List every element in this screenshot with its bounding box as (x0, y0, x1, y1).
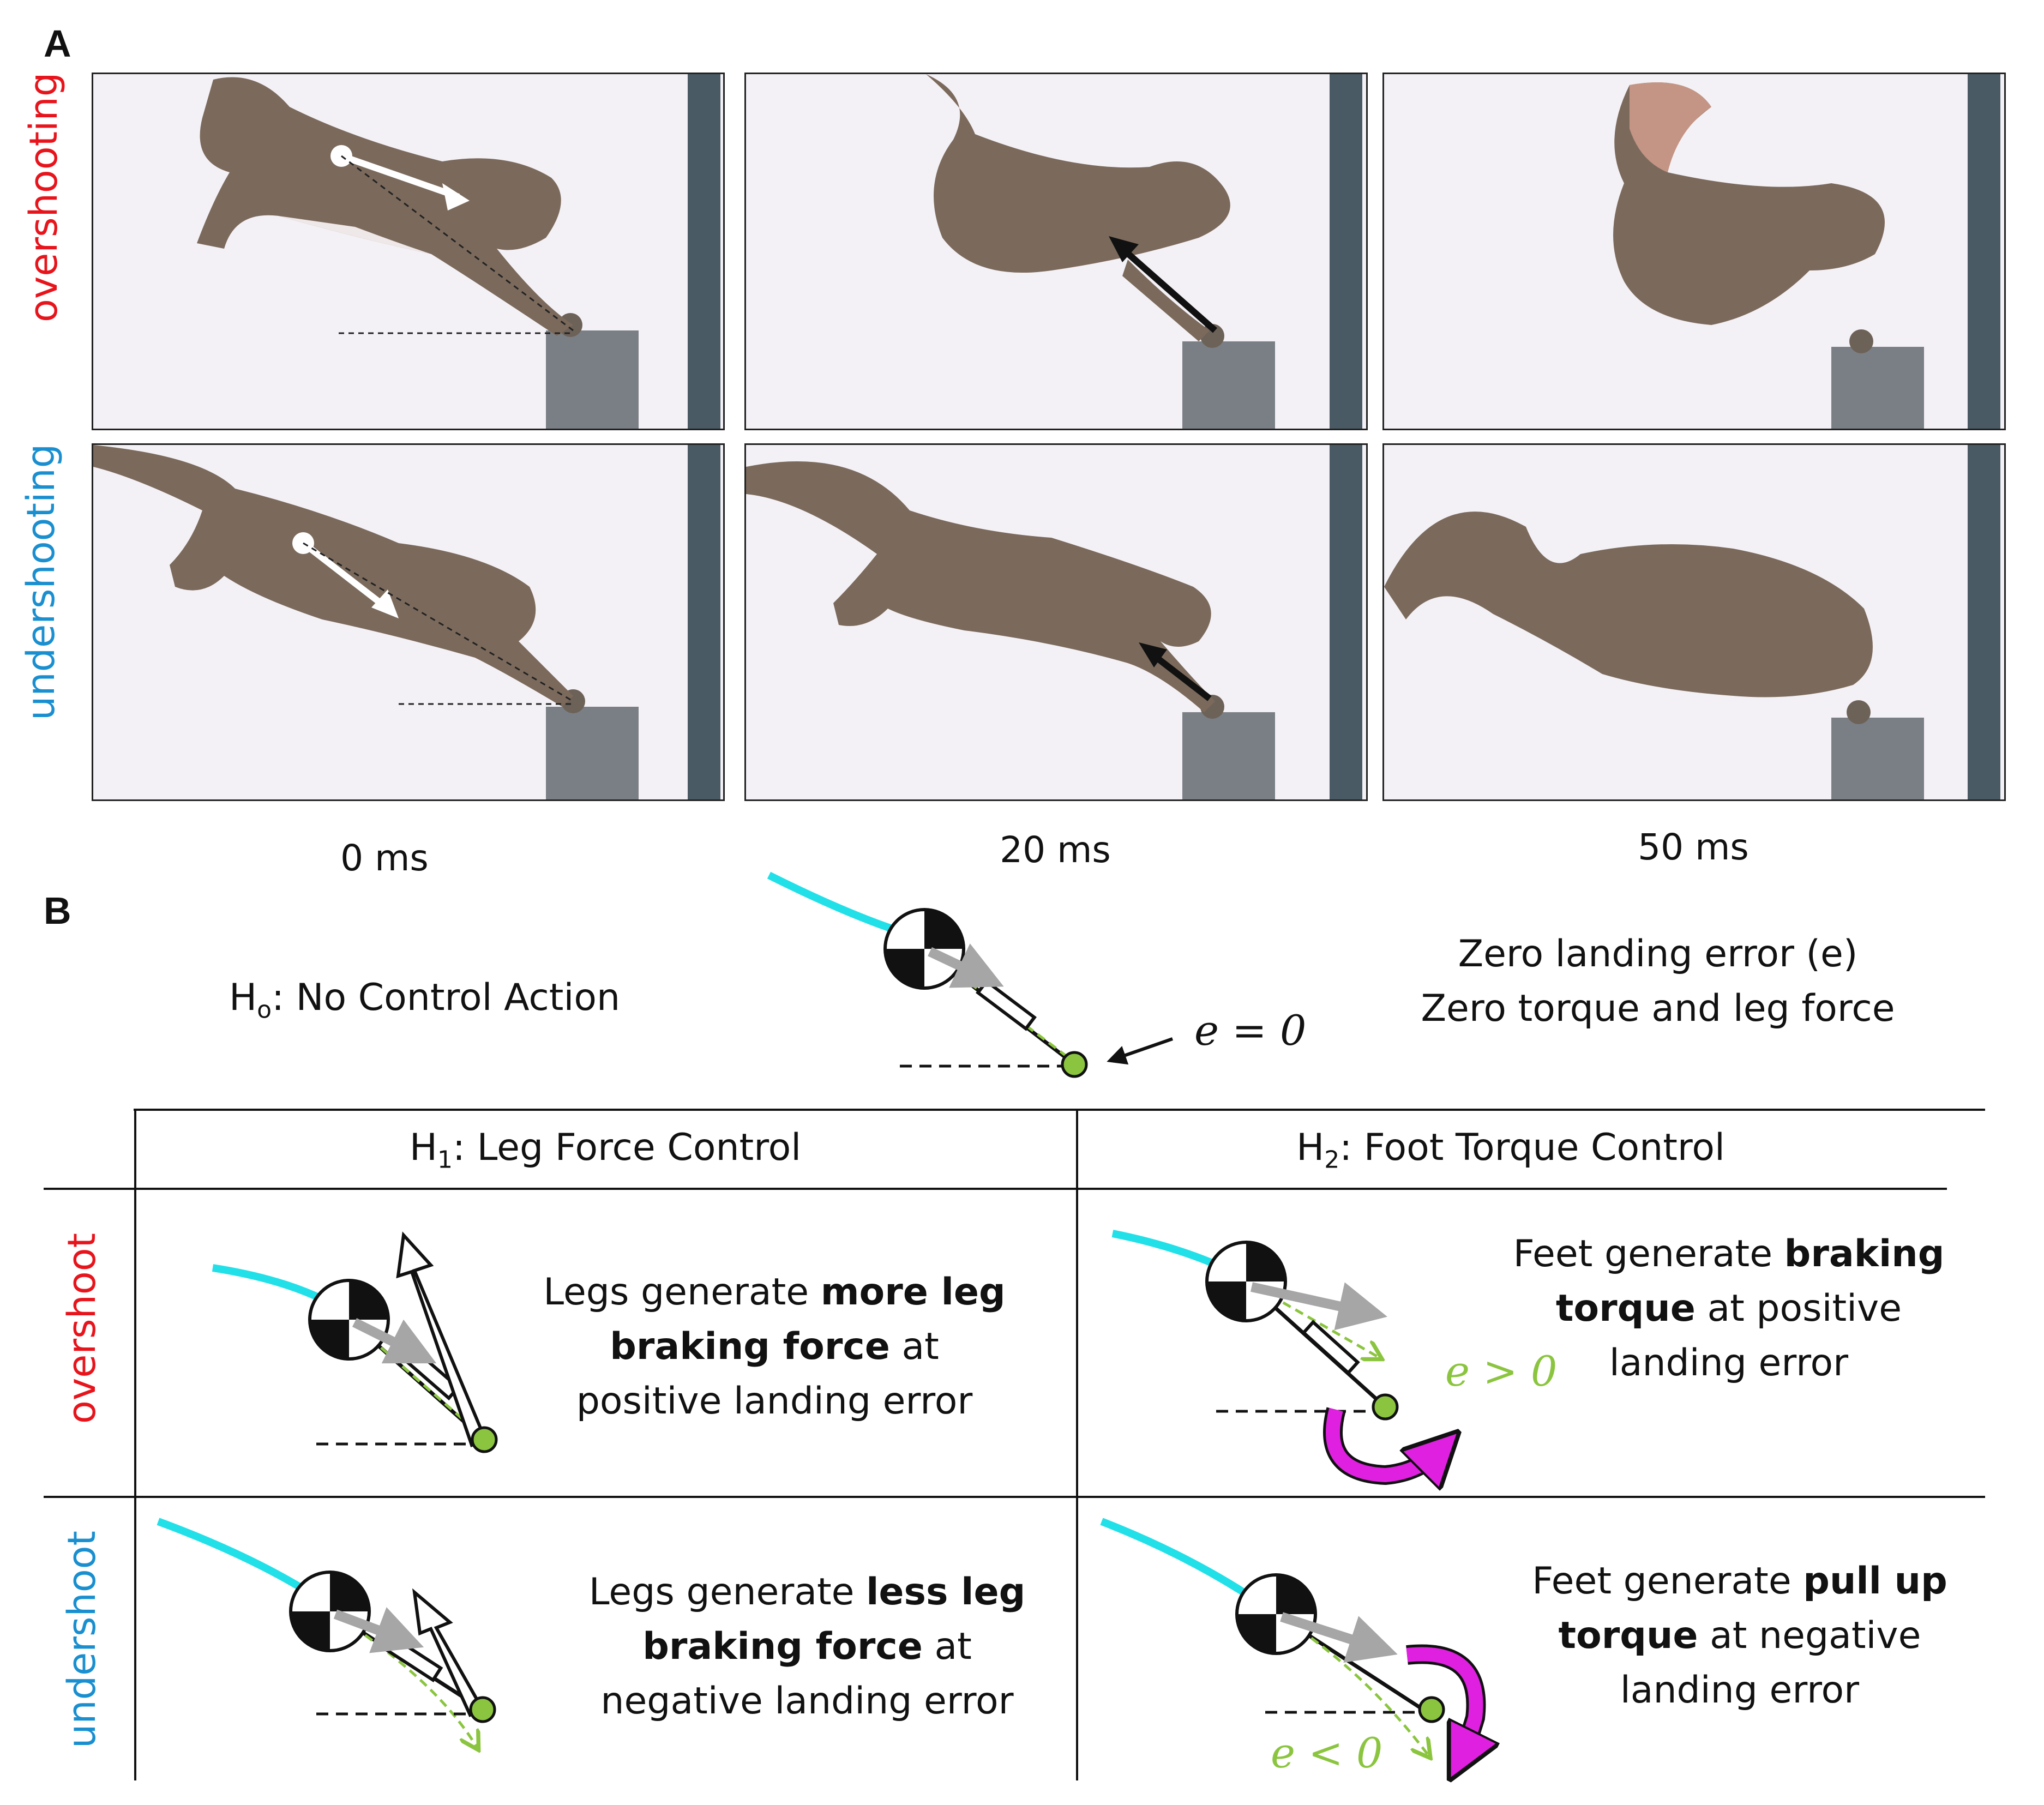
photo-overshoot-50ms (1382, 73, 2006, 430)
column-header-h2: H2: Foot Torque Control (1296, 1126, 1725, 1174)
h2-overshoot-diagram (1111, 1230, 1440, 1475)
photo-undershoot-50ms (1382, 443, 2006, 801)
squirrel-illustration (746, 445, 1362, 799)
cell-h2-overshoot-text: Feet generate braking torque at positive… (1513, 1232, 1945, 1385)
time-label-0ms: 0 ms (340, 837, 429, 879)
h2-undershoot-error-equation: e < 0 (1271, 1729, 1383, 1777)
panel-a-letter: A (44, 22, 71, 65)
photo-overshoot-0ms (92, 73, 725, 430)
cell-h2-undershoot-text: Feet generate pull up torque at negative… (1532, 1560, 1947, 1712)
h1-overshoot-diagram (212, 1231, 498, 1453)
photo-undershoot-20ms (744, 443, 1368, 801)
squirrel-illustration (1384, 445, 2000, 799)
photo-undershoot-0ms (92, 443, 725, 801)
h0-error-equation: e = 0 (1194, 1006, 1307, 1055)
panel-b-letter: B (44, 889, 71, 932)
column-header-h1: H1: Leg Force Control (409, 1126, 802, 1174)
h2-overshoot-error-equation: e > 0 (1445, 1347, 1558, 1395)
photo-overshoot-20ms (744, 73, 1368, 430)
time-label-20ms: 20 ms (1000, 829, 1111, 871)
h0-label: Ho: No Control Action (229, 976, 621, 1024)
h1-undershoot-diagram (157, 1518, 496, 1748)
h0-description: Zero landing error (e) Zero torque and l… (1421, 932, 1895, 1030)
squirrel-illustration (197, 74, 720, 429)
time-label-50ms: 50 ms (1638, 826, 1749, 868)
squirrel-illustration (1613, 74, 2000, 429)
squirrel-illustration (926, 74, 1362, 429)
squirrel-illustration (93, 445, 720, 799)
cell-h1-overshoot-text: Legs generate more leg braking force at … (543, 1271, 1006, 1423)
cell-h1-undershoot-text: Legs generate less leg braking force at … (588, 1571, 1026, 1723)
h2-undershoot-diagram (1100, 1518, 1476, 1756)
h0-diagram (767, 871, 1173, 1078)
